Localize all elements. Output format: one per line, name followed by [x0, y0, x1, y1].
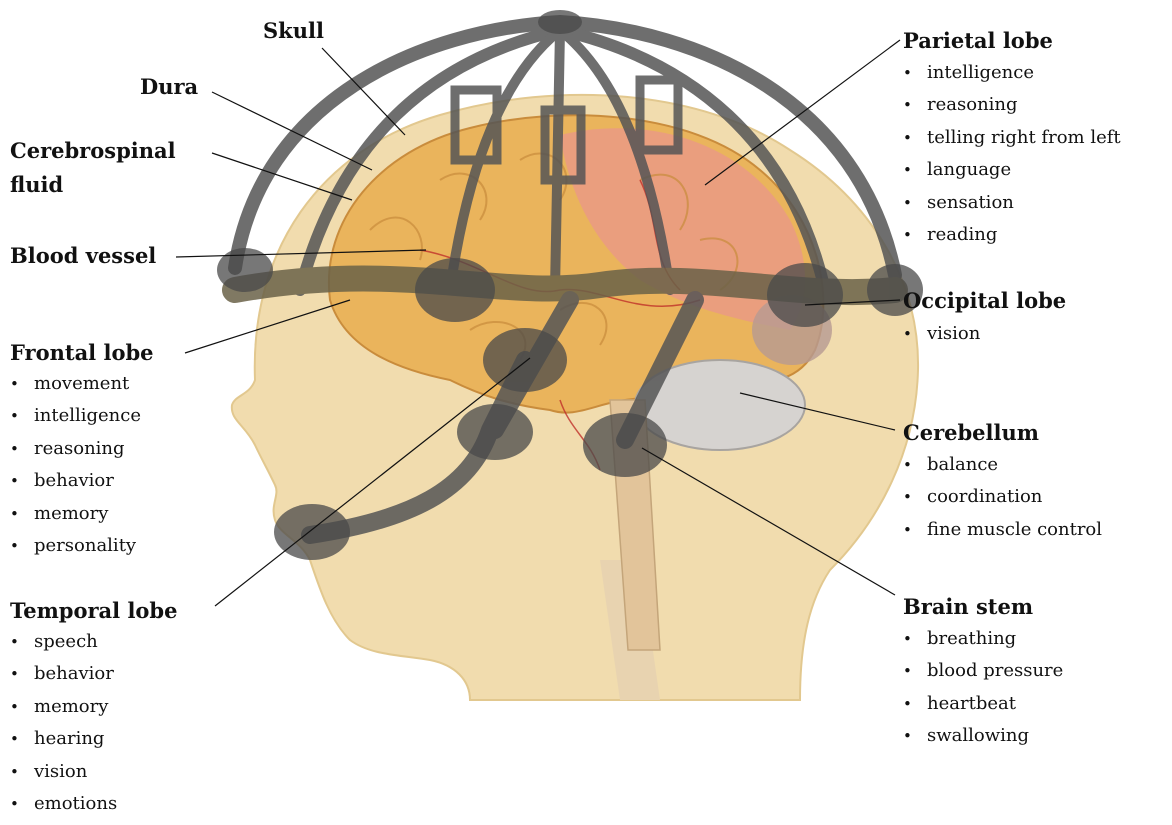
list-item: vision [10, 756, 117, 788]
list-item: intelligence [903, 57, 1121, 89]
temporal-lobe-label: Temporal lobe [10, 598, 177, 624]
list-item: vision [903, 318, 980, 350]
list-item: breathing [903, 623, 1063, 655]
dura-label: Dura [140, 74, 198, 100]
list-item: emotions [10, 788, 117, 820]
list-item: memory [10, 691, 117, 723]
list-item: personality [10, 530, 141, 562]
occipital-lobe-functions: vision [903, 318, 980, 350]
list-item: telling right from left [903, 122, 1121, 154]
list-item: behavior [10, 465, 141, 497]
brain-stem-functions: breathing blood pressure heartbeat swall… [903, 623, 1063, 753]
list-item: intelligence [10, 400, 141, 432]
frontal-lobe-label: Frontal lobe [10, 340, 154, 366]
list-item: coordination [903, 481, 1102, 513]
cerebellum-label: Cerebellum [903, 420, 1039, 446]
occipital-lobe-label: Occipital lobe [903, 288, 1066, 314]
skull-label: Skull [263, 18, 324, 44]
frontal-lobe-functions: movement intelligence reasoning behavior… [10, 368, 141, 562]
list-item: balance [903, 449, 1102, 481]
list-item: speech [10, 626, 117, 658]
list-item: memory [10, 498, 141, 530]
temporal-lobe-functions: speech behavior memory hearing vision em… [10, 626, 117, 820]
parietal-lobe-functions: intelligence reasoning telling right fro… [903, 57, 1121, 251]
list-item: blood pressure [903, 655, 1063, 687]
list-item: reasoning [903, 89, 1121, 121]
csf-label-line1: Cerebrospinal [10, 138, 176, 164]
list-item: hearing [10, 723, 117, 755]
parietal-lobe-label: Parietal lobe [903, 28, 1053, 54]
list-item: sensation [903, 187, 1121, 219]
cerebellum-functions: balance coordination fine muscle control [903, 449, 1102, 546]
list-item: swallowing [903, 720, 1063, 752]
list-item: behavior [10, 658, 117, 690]
blood-vessel-label: Blood vessel [10, 243, 156, 269]
brain-stem-label: Brain stem [903, 594, 1033, 620]
list-item: movement [10, 368, 141, 400]
list-item: heartbeat [903, 688, 1063, 720]
list-item: reasoning [10, 433, 141, 465]
list-item: reading [903, 219, 1121, 251]
list-item: language [903, 154, 1121, 186]
csf-label-line2: fluid [10, 172, 63, 198]
list-item: fine muscle control [903, 514, 1102, 546]
dura-leader [212, 92, 372, 170]
